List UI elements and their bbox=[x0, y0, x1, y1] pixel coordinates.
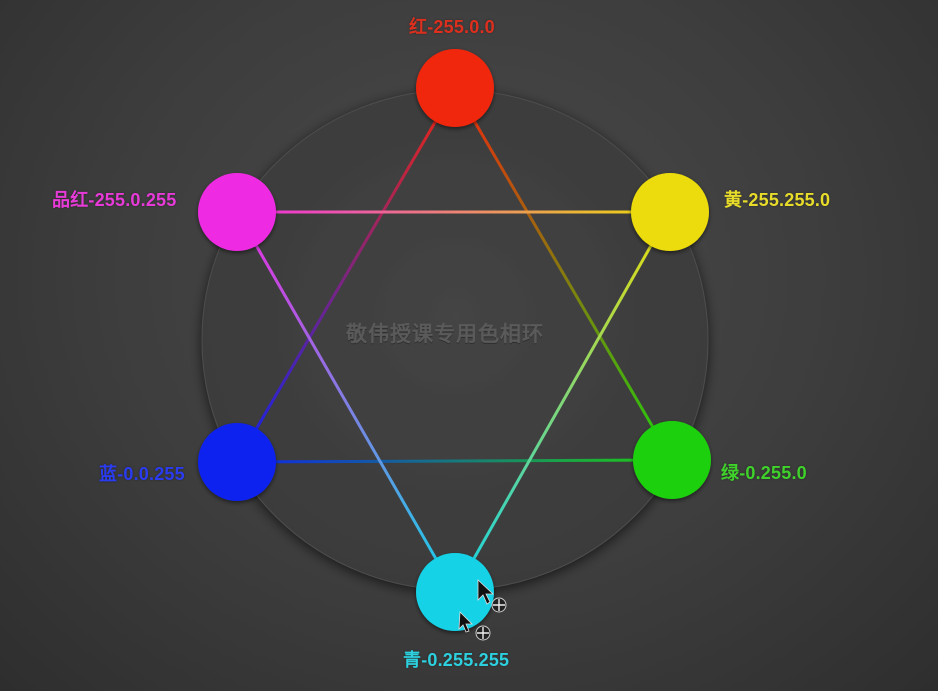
color-node-blue[interactable] bbox=[198, 423, 276, 501]
edge-yellow-cyan bbox=[453, 210, 672, 594]
color-node-red[interactable] bbox=[416, 49, 494, 127]
color-node-green[interactable] bbox=[633, 421, 711, 499]
edge-cyan-magenta bbox=[235, 210, 457, 594]
edge-blue-red bbox=[235, 86, 457, 464]
cursor-overlay bbox=[458, 579, 507, 641]
move-cursor-icon bbox=[475, 625, 491, 641]
label-green: 绿-0.255.0 bbox=[721, 463, 807, 483]
label-blue: 蓝-0.0.255 bbox=[99, 464, 185, 484]
edge-green-blue bbox=[235, 458, 674, 464]
color-node-cyan[interactable] bbox=[416, 553, 494, 631]
label-cyan: 青-0.255.255 bbox=[403, 650, 510, 670]
color-node-magenta[interactable] bbox=[198, 173, 276, 251]
arrow-cursor-icon bbox=[477, 579, 495, 605]
label-magenta: 品红-255.0.255 bbox=[52, 190, 177, 210]
arrow-cursor-icon bbox=[458, 611, 473, 633]
color-nodes bbox=[198, 49, 711, 631]
label-yellow: 黄-255.255.0 bbox=[724, 190, 831, 210]
triangle-lines bbox=[235, 86, 674, 594]
move-cursor-icon bbox=[491, 597, 507, 613]
color-node-yellow[interactable] bbox=[631, 173, 709, 251]
watermark-title: 敬伟授课专用色相环 bbox=[346, 322, 544, 346]
label-red: 红-255.0.0 bbox=[409, 17, 495, 37]
edge-red-green bbox=[453, 86, 674, 462]
